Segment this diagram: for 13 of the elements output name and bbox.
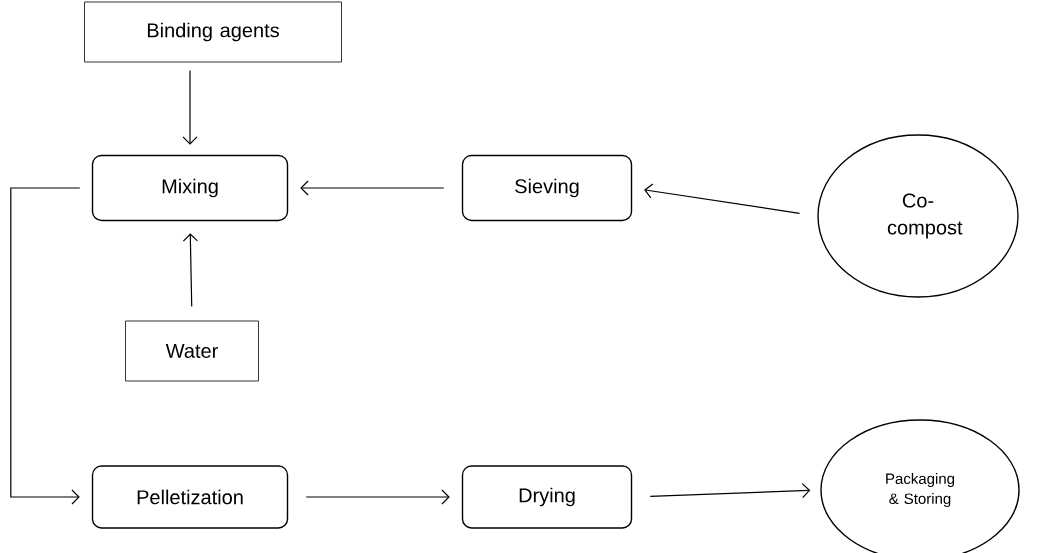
process-box: Drying — [461, 465, 633, 529]
arrow — [644, 183, 801, 214]
arrow — [305, 489, 450, 505]
arrow — [649, 483, 811, 499]
arrow — [300, 180, 445, 196]
arrow — [10, 187, 81, 505]
arrow — [182, 233, 198, 308]
process-box: Mixing — [91, 154, 289, 222]
process-box: Binding agents — [84, 1, 342, 63]
process-box: Sieving — [461, 154, 633, 222]
arrow — [182, 69, 198, 145]
process-box: Water — [125, 320, 259, 382]
process-box: Pelletization — [91, 465, 289, 529]
